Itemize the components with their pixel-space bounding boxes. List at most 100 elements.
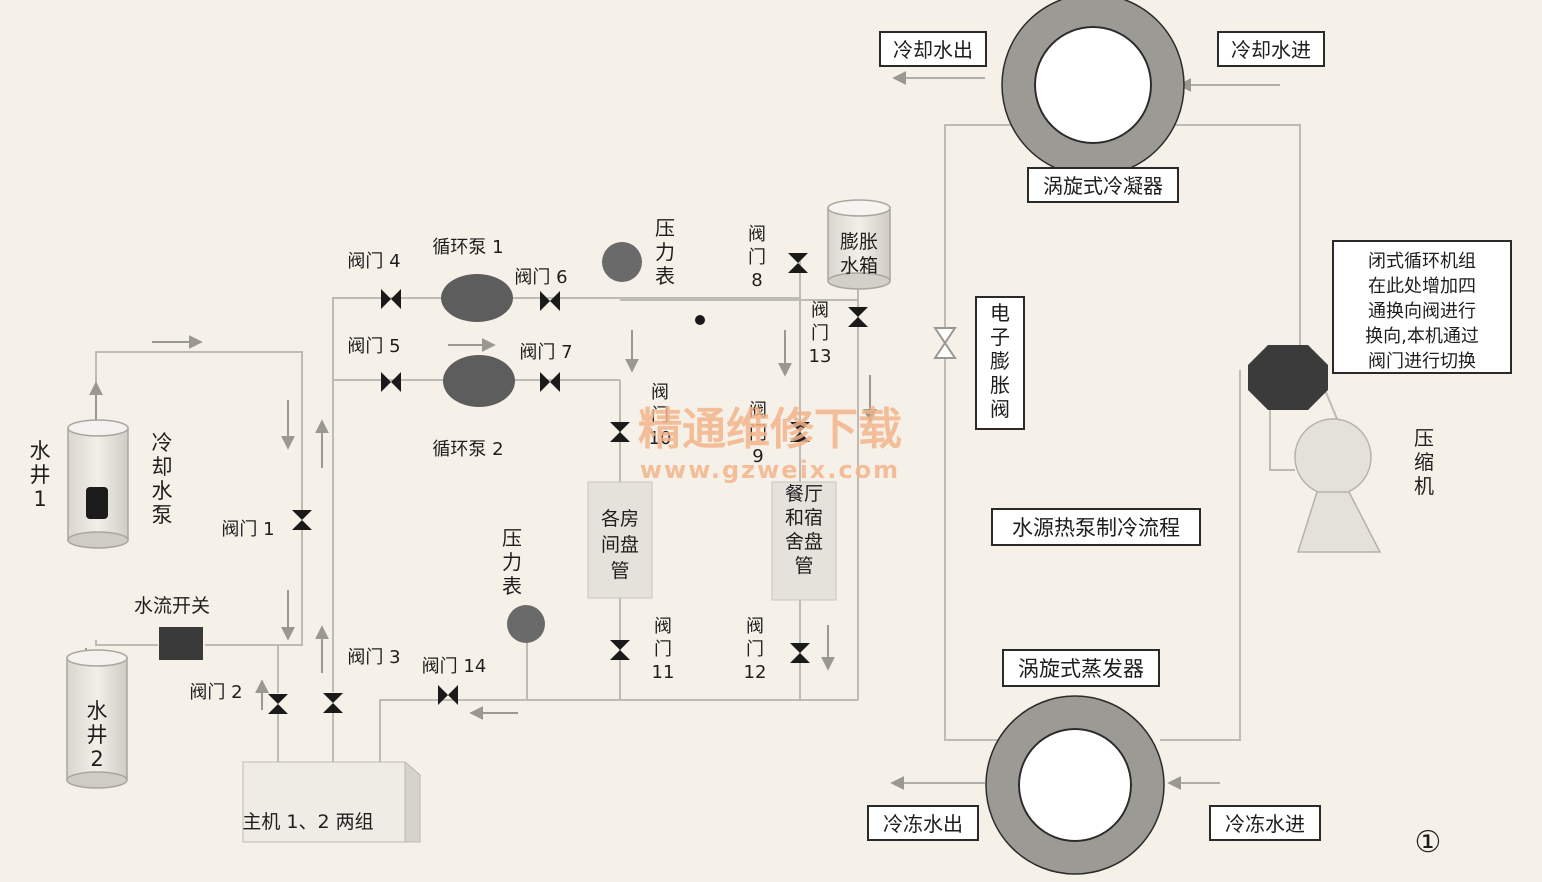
- pressure-gauge-bottom-label-line: 力: [502, 550, 522, 574]
- closed-loop-note-label-line: 通换向阀进行: [1368, 301, 1476, 322]
- watermark-url: www.gzweix.com: [640, 456, 900, 484]
- pressure-gauge-bottom-label: 压力表: [502, 526, 522, 598]
- valve-9-symbol[interactable]: [790, 422, 810, 442]
- valve-10-label-line: 阀: [651, 382, 669, 403]
- closed-loop-note-box: [1332, 240, 1512, 374]
- room-coils-label-line: 各房: [601, 508, 639, 530]
- cooling-water-pump-body: [86, 487, 108, 519]
- valve-11-label-line: 阀: [654, 616, 672, 637]
- pipe-network-right: [890, 71, 1351, 790]
- valve-6-symbol[interactable]: [540, 291, 560, 311]
- valve-13-label-line: 阀: [811, 300, 829, 321]
- valve-5-label: 阀门 5: [347, 336, 400, 357]
- compressor-label-line: 机: [1414, 474, 1434, 498]
- closed-loop-note-label: 闭式循环机组在此处增加四通换向阀进行换向,本机通过阀门进行切换: [1365, 251, 1479, 372]
- cooling-pump-label-line: 却: [152, 455, 173, 479]
- valve-9-label-line: 门: [749, 423, 767, 444]
- hall-coils-label-line: 舍盘: [785, 531, 823, 553]
- valve-4-symbol[interactable]: [381, 289, 401, 309]
- well-1-label-line: 水: [30, 439, 51, 463]
- scroll-evaporator: [985, 695, 1165, 875]
- valve-13-label-line: 门: [811, 323, 829, 344]
- valve-12-label-line: 12: [744, 662, 767, 683]
- hall-coils-box: [771, 481, 837, 601]
- pressure-gauge-top: [602, 242, 642, 282]
- valve-13-symbol[interactable]: [848, 307, 868, 327]
- expansion-valve-label-box: [975, 296, 1025, 430]
- well-2: [66, 649, 128, 789]
- switching-valve-octagon[interactable]: [1248, 345, 1328, 410]
- valve-3-label: 阀门 3: [347, 647, 400, 668]
- main-unit-block: [241, 760, 422, 843]
- room-coils-label-line: 间盘: [601, 534, 639, 556]
- cooling-pump-label-line: 泵: [152, 503, 173, 527]
- room-coils-box: [587, 481, 653, 599]
- labels: 冷却水出 冷却水进 涡旋式冷凝器 水源热泵制冷流程 涡旋式蒸发器 冷冻水出 冷冻…: [134, 38, 1441, 860]
- closed-loop-note-label-line: 闭式循环机组: [1368, 251, 1476, 272]
- valve-12-label-line: 门: [746, 639, 764, 660]
- hall-coils-label-line: 和宿: [785, 507, 823, 529]
- circulation-pump-2[interactable]: [443, 355, 515, 407]
- pressure-gauge-top-label: 压力表: [655, 216, 675, 288]
- chilled-water-in-label: 冷冻水进: [1225, 812, 1305, 836]
- well-1-label-line: 1: [33, 487, 46, 511]
- electronic-expansion-valve-label-line: 子: [990, 325, 1010, 349]
- valve-11-label-line: 门: [654, 639, 672, 660]
- expansion-tank-label-line: 膨胀: [840, 231, 878, 253]
- cooling-water-in-label: 冷却水进: [1231, 38, 1311, 62]
- well-2-label-line: 2: [90, 747, 103, 771]
- scroll-condenser: [1001, 0, 1185, 177]
- flow-arrows: [79, 330, 877, 720]
- valve-11-label-line: 11: [652, 662, 675, 683]
- flow-switch-label: 水流开关: [134, 595, 210, 617]
- cooling-pump-label: 冷却水泵: [152, 431, 173, 527]
- valves: [268, 253, 957, 714]
- valve-10-symbol[interactable]: [610, 422, 630, 442]
- valve-12-symbol[interactable]: [790, 643, 810, 663]
- pressure-gauge-top-label-line: 压: [655, 216, 675, 240]
- valve-11-symbol[interactable]: [610, 640, 630, 660]
- valve-8-label-line: 8: [751, 270, 762, 291]
- expansion-tank: [827, 199, 891, 290]
- valve-8-label-line: 阀: [748, 224, 766, 245]
- pressure-gauge-bottom: [507, 605, 545, 643]
- valve-14-symbol[interactable]: [438, 685, 458, 705]
- chilled-water-in-box: [1209, 805, 1321, 841]
- circulation-pump-1[interactable]: [441, 274, 513, 322]
- hall-coils-label-line: 管: [794, 555, 813, 577]
- valve-4-label: 阀门 4: [347, 251, 400, 272]
- valve-9-label-line: 9: [752, 446, 763, 467]
- valve-3-symbol[interactable]: [323, 693, 343, 713]
- valve-8-symbol[interactable]: [788, 253, 808, 273]
- pump-1-label: 循环泵 1: [432, 237, 503, 258]
- expansion-tank-label: 膨胀水箱: [840, 231, 878, 277]
- valve-7-symbol[interactable]: [540, 372, 560, 392]
- watermark-text: 精通维修下载: [638, 404, 902, 455]
- condenser-label: 涡旋式冷凝器: [1043, 174, 1163, 198]
- valve-1-label: 阀门 1: [221, 519, 274, 540]
- valve-1-symbol[interactable]: [292, 510, 312, 530]
- cooling-water-out-label: 冷却水出: [893, 38, 973, 62]
- valve-5-symbol[interactable]: [381, 372, 401, 392]
- valve-9-label-line: 阀: [749, 400, 767, 421]
- process-title-label: 水源热泵制冷流程: [1012, 516, 1180, 540]
- closed-loop-note-label-line: 在此处增加四: [1368, 276, 1476, 297]
- electronic-expansion-valve-label: 电子膨胀阀: [990, 301, 1010, 421]
- electronic-expansion-valve-symbol[interactable]: [933, 327, 957, 359]
- valve-2-symbol[interactable]: [268, 694, 288, 714]
- pressure-gauge-top-label-line: 力: [655, 240, 675, 264]
- condenser-label-box: [1027, 167, 1179, 203]
- cooling-pump-label-line: 水: [152, 479, 173, 503]
- chilled-water-out-label: 冷冻水出: [883, 812, 963, 836]
- pressure-gauge-top-label-line: 表: [655, 264, 675, 288]
- pipe-network-left: [95, 260, 859, 762]
- flow-switch-box[interactable]: [159, 627, 203, 660]
- well-1-label-line: 井: [30, 463, 51, 487]
- valve-10-label-line: 10: [649, 428, 672, 449]
